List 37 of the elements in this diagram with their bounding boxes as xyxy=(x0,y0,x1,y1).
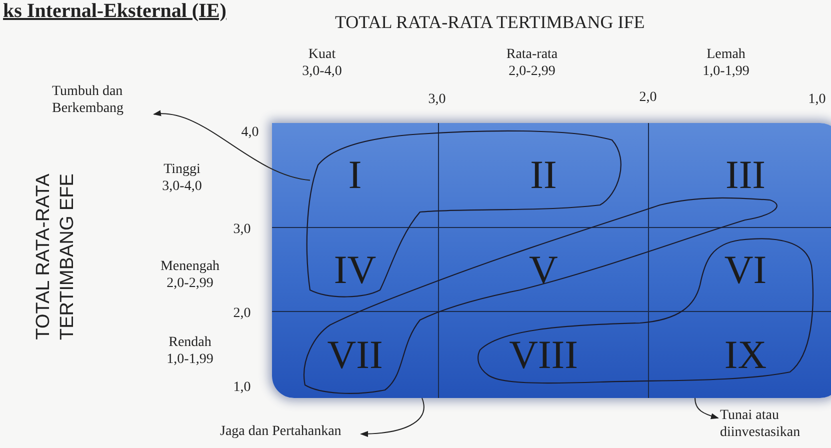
leader-arrow xyxy=(694,398,719,419)
strategy-note: Tumbuh dan Berkembang xyxy=(52,84,152,126)
quadrant-numeral: VIII xyxy=(509,335,578,375)
tick-label: 1,0 xyxy=(808,92,826,108)
quadrant-numeral: VI xyxy=(724,250,767,290)
strategy-note: Jaga dan Pertahankan xyxy=(220,424,360,444)
category-label: Rata-rata xyxy=(506,47,558,63)
range-label: 3,0-4,0 xyxy=(302,64,342,80)
category-label: Rendah xyxy=(168,335,212,351)
tick-label: 1,0 xyxy=(233,380,251,396)
quadrant-numeral: III xyxy=(726,155,766,195)
range-label: 1,0-1,99 xyxy=(166,352,214,368)
strategy-note: Tunai atau diinvestasikan xyxy=(720,408,820,448)
diagram-title: ks Internal-Eksternal (IE) xyxy=(3,0,226,23)
range-label: 1,0-1,99 xyxy=(702,64,750,80)
tick-label: 3,0 xyxy=(428,92,446,108)
range-label: 3,0-4,0 xyxy=(162,179,202,195)
category-label: Lemah xyxy=(706,47,746,63)
category-label: Menengah xyxy=(160,259,220,275)
tick-label: 4,0 xyxy=(241,125,259,141)
leader-arrow xyxy=(360,398,424,437)
quadrant-numeral: I xyxy=(348,155,362,195)
axis-title: TOTAL RATA-RATA TERTIMBANG IFE xyxy=(335,12,645,33)
quadrant-numeral: II xyxy=(530,155,557,195)
range-label: 2,0-2,99 xyxy=(508,64,556,80)
tick-label: 2,0 xyxy=(639,90,657,106)
quadrant-numeral: V xyxy=(529,250,558,290)
leader-arrow xyxy=(153,110,310,181)
range-label: 2,0-2,99 xyxy=(166,276,214,292)
quadrant-numeral: IX xyxy=(724,335,767,375)
axis-title: TOTAL RATA-RATA TERTIMBANG EFE xyxy=(32,172,78,342)
category-label: Tinggi xyxy=(164,162,200,178)
quadrant-numeral: IV xyxy=(334,250,376,290)
tick-label: 2,0 xyxy=(233,306,251,322)
category-label: Kuat xyxy=(308,47,336,63)
quadrant-numeral: VII xyxy=(327,335,383,375)
tick-label: 3,0 xyxy=(233,222,251,238)
